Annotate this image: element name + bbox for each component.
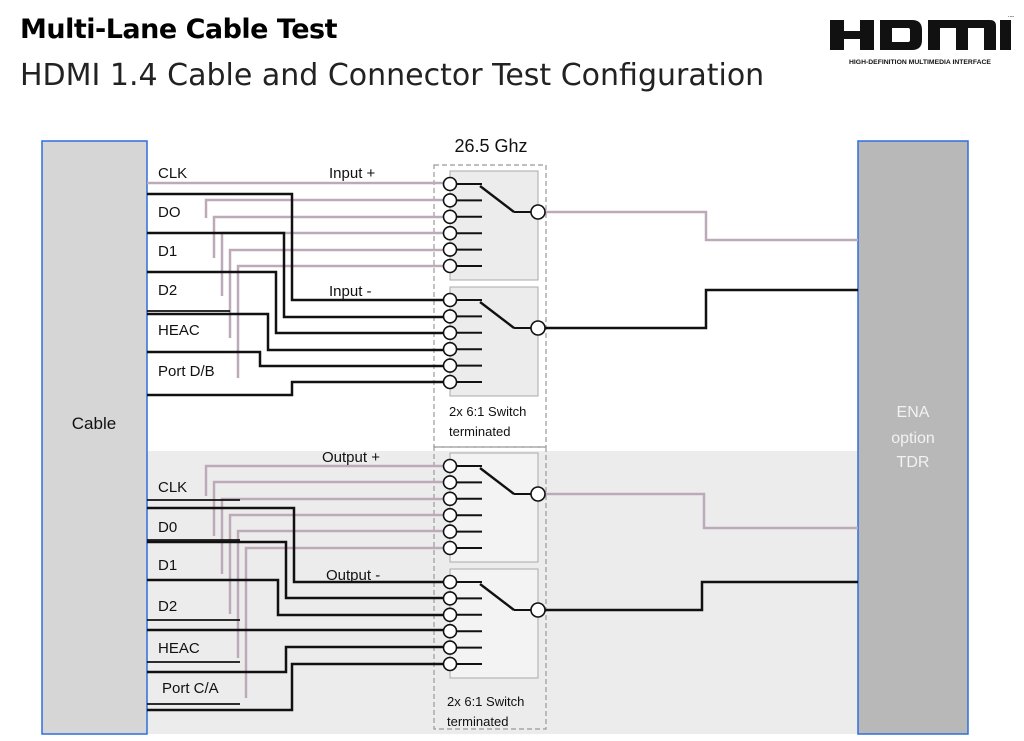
- output-minus-wire: [147, 540, 444, 600]
- switch-note-top-line1: 2x 6:1 Switch: [449, 404, 526, 419]
- switch-note-bottom-line2: terminated: [447, 714, 508, 729]
- input-lane-label: D2: [158, 282, 177, 299]
- input-minus-wire: [147, 231, 444, 319]
- switch-contact: [442, 209, 458, 225]
- ena-label-line1: ENA: [897, 404, 930, 421]
- switch-module-output-plus: [449, 452, 539, 563]
- switch-label-input-minus: Input -: [329, 283, 372, 300]
- switch-module-input-plus: [449, 170, 539, 281]
- output-lane-label: D1: [158, 557, 177, 574]
- output-minus-wire: [147, 506, 444, 584]
- ena-link-input-minus: [545, 288, 858, 330]
- switch-note-bottom-line1: 2x 6:1 Switch: [447, 694, 524, 709]
- switch-contact: [442, 193, 458, 208]
- input-lane-label: Port D/B: [158, 363, 215, 380]
- ena-link-output-plus: [545, 492, 858, 530]
- input-plus-wire: [212, 215, 444, 258]
- switch-contact: [442, 475, 458, 490]
- ena-box: [857, 140, 969, 735]
- switch-contact: [442, 309, 458, 324]
- input-minus-wire: [147, 380, 444, 397]
- switch-contact: [442, 176, 458, 192]
- switch-contact: [442, 292, 458, 308]
- output-lane-label: Port C/A: [162, 680, 219, 697]
- output-lane-label: CLK: [158, 479, 187, 496]
- switch-contact: [442, 607, 458, 623]
- cable-box: [41, 140, 148, 735]
- page-title: Multi-Lane Cable Test: [20, 14, 338, 45]
- switch-arm: [479, 301, 515, 329]
- switch-contact: [442, 258, 458, 274]
- switch-contact: [442, 540, 458, 556]
- output-lane-label: HEAC: [158, 640, 200, 657]
- page-subtitle: HDMI 1.4 Cable and Connector Test Config…: [20, 58, 765, 93]
- output-lane-label: D0: [158, 519, 177, 536]
- switch-contact: [442, 225, 458, 241]
- output-plus-wire: [204, 464, 444, 496]
- switch-contact: [442, 640, 458, 655]
- switch-arm: [479, 583, 515, 611]
- output-minus-wire: [147, 645, 444, 674]
- switch-contact: [442, 591, 458, 606]
- switch-contact: [442, 491, 458, 507]
- switch-contact: [442, 458, 458, 474]
- output-minus-wire: [147, 662, 444, 712]
- switch-note-top-line2: terminated: [449, 424, 510, 439]
- switch-arm: [479, 185, 515, 213]
- frequency-label: 26.5 Ghz: [454, 136, 527, 156]
- switch-label-output-minus: Output -: [326, 567, 380, 584]
- input-lane-label: DO: [158, 204, 181, 221]
- switch-contact: [442, 242, 458, 257]
- switch-contact: [442, 656, 458, 672]
- switch-module-input-minus: [449, 286, 539, 397]
- switch-common-port: [530, 204, 546, 220]
- output-plus-wire: [244, 546, 444, 698]
- switch-arm: [479, 467, 515, 495]
- output-lane-label: D2: [158, 598, 177, 615]
- switch-common-port: [530, 486, 546, 502]
- switch-enclosure-bottom: [433, 446, 547, 730]
- input-lane-label: HEAC: [158, 322, 200, 339]
- input-minus-wire: [147, 192, 444, 302]
- switch-label-output-plus: Output +: [322, 449, 380, 466]
- input-lane-label: D1: [158, 243, 177, 260]
- switch-contact: [442, 325, 458, 341]
- ena-label-line3: TDR: [897, 454, 930, 471]
- ena-link-input-plus: [545, 210, 858, 242]
- switch-module-output-minus: [449, 568, 539, 679]
- logo-tm: ™: [1007, 16, 1014, 21]
- hdmi-logo: ™ HIGH-DEFINITION MULTIMEDIA INTERFACE: [830, 16, 1014, 66]
- switch-contact: [442, 374, 458, 390]
- switch-contact: [442, 358, 458, 373]
- input-plus-wire: [204, 198, 444, 218]
- cable-label: Cable: [72, 414, 116, 433]
- switch-contact: [442, 341, 458, 357]
- ena-label-line2: option: [891, 430, 935, 447]
- switch-contact: [442, 574, 458, 590]
- switch-common-port: [530, 602, 546, 618]
- switch-contact: [442, 524, 458, 539]
- ena-link-output-minus: [545, 580, 858, 612]
- switch-label-input-plus: Input +: [329, 165, 376, 182]
- switch-common-port: [530, 320, 546, 336]
- output-plus-wire: [212, 480, 444, 536]
- input-lane-label: CLK: [158, 165, 187, 182]
- output-plus-wire: [220, 497, 444, 574]
- output-plus-wire: [236, 529, 444, 658]
- logo-tagline: HIGH-DEFINITION MULTIMEDIA INTERFACE: [849, 59, 991, 66]
- input-plus-wire: [228, 248, 444, 338]
- input-minus-wire: [147, 312, 444, 352]
- switch-contact: [442, 623, 458, 639]
- input-plus-wire: [236, 264, 444, 378]
- switch-contact: [442, 507, 458, 523]
